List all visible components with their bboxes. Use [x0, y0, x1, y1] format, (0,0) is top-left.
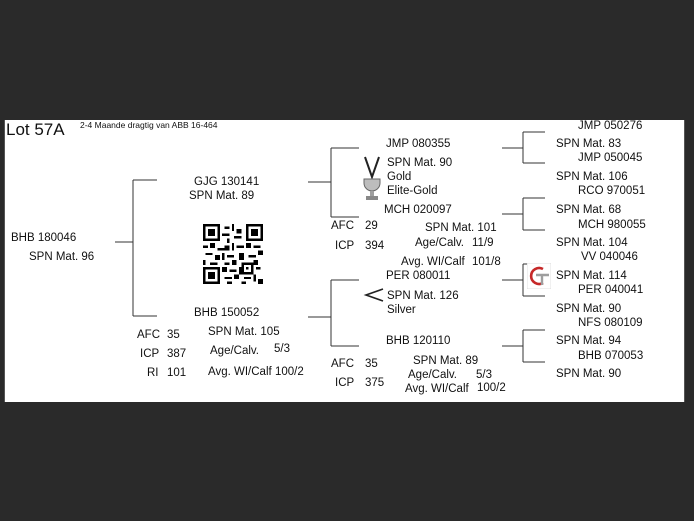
dam-dam-avg-value: 100/2	[477, 382, 506, 394]
sire-dam-afc-label: AFC	[331, 220, 354, 232]
sire-id: GJG 130141	[194, 176, 260, 188]
trophy-medal-icon	[363, 156, 381, 200]
dam-age-value: 5/3	[274, 343, 290, 355]
dam-dam-spn: SPN Mat. 89	[413, 355, 479, 367]
sire-sire-id: JMP 080355	[386, 138, 451, 150]
sire-sire-award-elite-gold: Elite-Gold	[387, 185, 438, 197]
sire-dam-age-label: Age/Calv.	[415, 237, 465, 249]
sire-dam-spn: SPN Mat. 101	[425, 222, 497, 234]
qr-code	[203, 224, 263, 284]
pregnancy-note: 2-4 Maande dragtig van ABB 16-464	[80, 120, 218, 130]
dam-dam-afc-value: 35	[365, 358, 378, 370]
g3-spn-2: SPN Mat. 106	[556, 171, 628, 183]
g3-id-3: RCO 970051	[578, 185, 646, 197]
dam-sire-id: PER 080011	[386, 270, 451, 282]
dam-dam-icp-label: ICP	[335, 377, 355, 389]
g3-spn-1: SPN Mat. 83	[556, 138, 622, 150]
g3-spn-5: SPN Mat. 114	[556, 270, 627, 282]
dam-avg-value: 100/2	[275, 366, 304, 378]
g3-id-2: JMP 050045	[578, 152, 643, 164]
g3-id-4: MCH 980055	[578, 219, 646, 231]
g3-id-6: PER 040041	[578, 284, 644, 296]
sire-dam-avg-label: Avg. WI/Calf	[401, 256, 465, 268]
dam-sire-award-silver: Silver	[387, 304, 416, 316]
pedigree-sheet: Lot 57A 2-4 Maande dragtig van ABB 16-46…	[4, 120, 685, 402]
subject-spn: SPN Mat. 96	[29, 251, 95, 263]
sire-dam-icp-value: 394	[365, 240, 385, 252]
g3-id-8: BHB 070053	[578, 350, 644, 362]
dam-sire-spn: SPN Mat. 126	[387, 290, 459, 302]
subject-id: BHB 180046	[11, 232, 77, 244]
g3-id-7: NFS 080109	[578, 317, 643, 329]
dam-id: BHB 150052	[194, 307, 260, 319]
g3-spn-6: SPN Mat. 90	[556, 303, 622, 315]
dam-dam-age-value: 5/3	[476, 369, 492, 381]
gt-logo-icon	[527, 263, 551, 289]
sire-sire-award-gold: Gold	[387, 171, 412, 183]
sire-dam-id: MCH 020097	[384, 204, 452, 216]
g3-spn-3: SPN Mat. 68	[556, 204, 622, 216]
dam-ri-label: RI	[147, 367, 159, 379]
sire-dam-age-value: 11/9	[472, 237, 494, 249]
dam-dam-age-label: Age/Calv.	[408, 369, 458, 381]
sire-spn: SPN Mat. 89	[189, 190, 255, 202]
dam-dam-id: BHB 120110	[386, 335, 451, 347]
dam-afc-value: 35	[167, 329, 180, 341]
dam-dam-afc-label: AFC	[331, 358, 354, 370]
sire-dam-icp-label: ICP	[335, 240, 355, 252]
dam-age-label: Age/Calv.	[210, 345, 260, 357]
lot-title: Lot 57A	[6, 120, 65, 139]
dam-dam-avg-label: Avg. WI/Calf	[405, 383, 469, 395]
g3-id-1: JMP 050276	[578, 120, 643, 132]
g3-id-5: VV 040046	[581, 251, 638, 263]
g3-spn-8: SPN Mat. 90	[556, 368, 622, 380]
sire-dam-afc-value: 29	[365, 220, 378, 232]
dam-dam-icp-value: 375	[365, 377, 385, 389]
dam-icp-value: 387	[167, 348, 187, 360]
g3-spn-7: SPN Mat. 94	[556, 335, 622, 347]
silver-chevron-icon	[363, 288, 384, 302]
dam-avg-label: Avg. WI/Calf	[208, 366, 272, 378]
dam-ri-value: 101	[167, 367, 187, 379]
dam-icp-label: ICP	[140, 348, 160, 360]
g3-spn-4: SPN Mat. 104	[556, 237, 628, 249]
sire-sire-spn: SPN Mat. 90	[387, 157, 453, 169]
dam-afc-label: AFC	[137, 329, 160, 341]
dam-spn: SPN Mat. 105	[208, 326, 280, 338]
sire-dam-avg-value: 101/8	[472, 256, 501, 268]
